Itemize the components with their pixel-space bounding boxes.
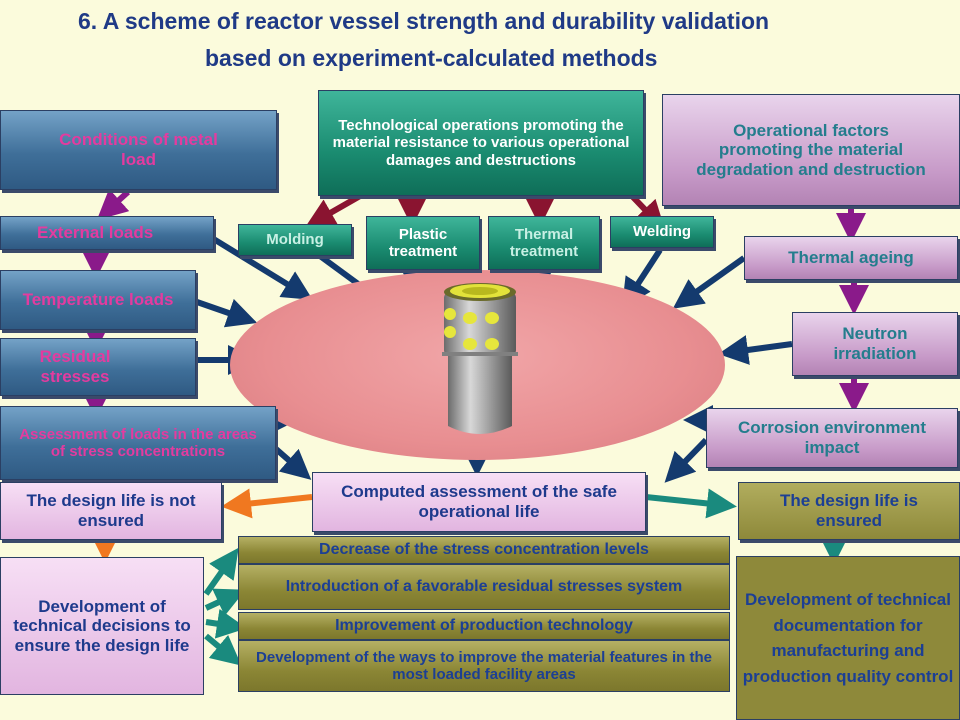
molding-label: Molding bbox=[266, 231, 324, 249]
thermal-treatment-label: Thermal treatment bbox=[509, 225, 579, 260]
development-technical-decisions-box: Development of technical decisions to en… bbox=[0, 557, 204, 695]
technological-operations-box: Technological operations promoting the m… bbox=[318, 90, 644, 196]
plastic-treatment-label: Plastic treatment bbox=[388, 225, 458, 260]
plastic-treatment-box: Plastic treatment bbox=[366, 216, 480, 270]
conditions-label: Conditions of metal load bbox=[59, 130, 218, 169]
corrosion-impact-label: Corrosion environment impact bbox=[738, 418, 926, 457]
temperature-loads-label: Temperature loads bbox=[22, 290, 174, 310]
measure-residual-stresses: Introduction of a favorable residual str… bbox=[238, 564, 730, 610]
measure-material-features: Development of the ways to improve the m… bbox=[238, 640, 730, 692]
computed-assessment-box: Computed assessment of the safe operatio… bbox=[312, 472, 646, 532]
design-life-ensured-label: The design life is ensured bbox=[780, 491, 918, 530]
title-line-2: based on experiment-calculated methods bbox=[205, 45, 658, 71]
measure-production-technology: Improvement of production technology bbox=[238, 612, 730, 640]
molding-box: Molding bbox=[238, 224, 352, 256]
neutron-irradiation-box: Neutron irradiation bbox=[792, 312, 958, 376]
reactor-vessel-image bbox=[442, 283, 518, 434]
external-loads-box: External loads bbox=[0, 216, 214, 250]
welding-label: Welding bbox=[632, 223, 692, 241]
welding-box: Welding bbox=[610, 216, 714, 248]
technological-operations-label: Technological operations promoting the m… bbox=[332, 117, 630, 169]
residual-stresses-box: Residual stresses bbox=[0, 338, 196, 396]
title-line-1: 6. A scheme of reactor vessel strength a… bbox=[78, 8, 770, 34]
measure-production-technology-label: Improvement of production technology bbox=[335, 616, 633, 634]
neutron-irradiation-label: Neutron irradiation bbox=[833, 324, 917, 363]
measure-material-features-label: Development of the ways to improve the m… bbox=[256, 648, 712, 683]
thermal-treatment-box: Thermal treatment bbox=[488, 216, 600, 270]
design-life-ensured-box: The design life is ensured bbox=[738, 482, 960, 540]
residual-stresses-label: Residual stresses bbox=[39, 347, 111, 386]
measure-stress-concentration: Decrease of the stress concentration lev… bbox=[238, 536, 730, 564]
external-loads-label: External loads bbox=[37, 223, 154, 243]
conditions-of-metal-load-box: Conditions of metal load bbox=[0, 110, 277, 190]
operational-factors-box: Operational factors promoting the materi… bbox=[662, 94, 960, 206]
corrosion-impact-box: Corrosion environment impact bbox=[706, 408, 958, 468]
development-technical-documentation-box: Development of technical documentation f… bbox=[736, 556, 960, 720]
assessment-of-loads-box: Assessment of loads in the areas of stre… bbox=[0, 406, 276, 480]
measure-stress-concentration-label: Decrease of the stress concentration lev… bbox=[319, 540, 649, 558]
temperature-loads-box: Temperature loads bbox=[0, 270, 196, 330]
development-technical-decisions-label: Development of technical decisions to en… bbox=[13, 596, 191, 655]
thermal-ageing-label: Thermal ageing bbox=[788, 248, 914, 268]
design-life-not-ensured-label: The design life is not ensured bbox=[26, 491, 196, 530]
development-technical-documentation-label: Development of technical documentation f… bbox=[742, 590, 954, 686]
assessment-of-loads-label: Assessment of loads in the areas of stre… bbox=[19, 425, 257, 460]
computed-assessment-label: Computed assessment of the safe operatio… bbox=[341, 482, 617, 521]
operational-factors-label: Operational factors promoting the materi… bbox=[696, 120, 926, 179]
design-life-not-ensured-box: The design life is not ensured bbox=[0, 482, 222, 540]
measure-residual-stresses-label: Introduction of a favorable residual str… bbox=[285, 577, 683, 595]
thermal-ageing-box: Thermal ageing bbox=[744, 236, 958, 280]
